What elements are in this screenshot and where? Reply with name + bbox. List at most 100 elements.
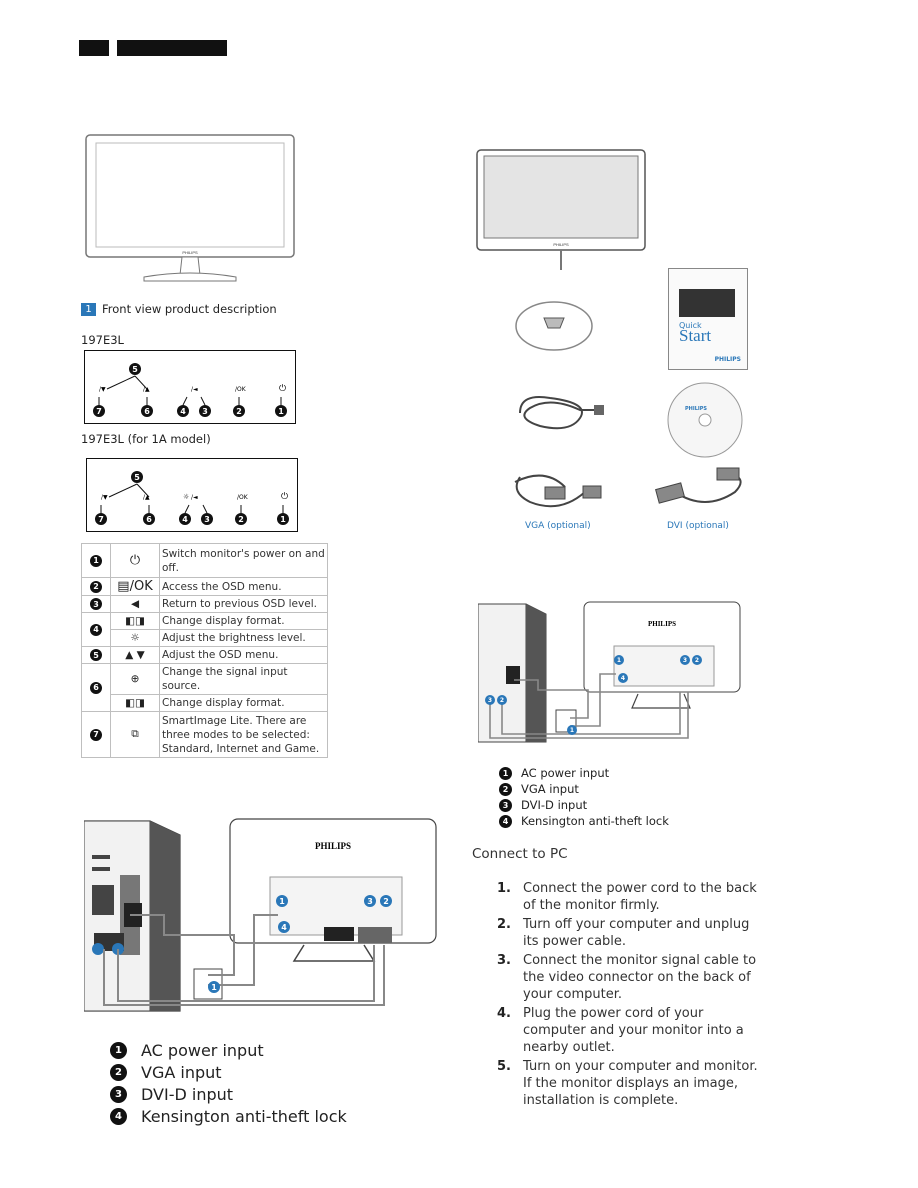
menu-ok-icon: ▤/OK <box>110 577 160 596</box>
left-arrow-icon: ◀ <box>110 595 160 613</box>
control-description: Access the OSD menu. <box>159 577 328 596</box>
dvi-cable-label: DVI (optional) <box>667 521 729 531</box>
svg-text:2: 2 <box>695 657 699 664</box>
svg-text:6: 6 <box>146 515 152 524</box>
step-item: 1.Connect the power cord to the back of … <box>497 881 757 913</box>
connect-steps-list: 1.Connect the power cord to the back of … <box>497 880 767 1111</box>
control-description: Adjust the OSD menu. <box>159 646 328 664</box>
row-number: 2 <box>90 580 102 593</box>
driver-cd-image: PHILIPS <box>667 382 743 458</box>
svg-text:3: 3 <box>202 407 208 416</box>
input-source-icon: ⊕ <box>110 663 160 695</box>
monitor-brand-text: PHILIPS <box>182 250 198 255</box>
svg-text:3: 3 <box>488 697 492 704</box>
svg-text:7: 7 <box>96 407 102 416</box>
table-row: 6 ⊕ Change the signal input source. <box>81 663 328 712</box>
legend-item: 2 VGA input <box>110 1063 222 1082</box>
legend-item: 1 AC power input <box>110 1041 264 1060</box>
table-row: 7 ⧉ SmartImage Lite. There are three mod… <box>81 711 328 758</box>
svg-text:1: 1 <box>279 897 285 906</box>
svg-text:/▲: /▲ <box>143 494 150 501</box>
svg-text:☼: ☼ <box>183 493 189 501</box>
svg-text:4: 4 <box>182 515 188 524</box>
control-description: Change display format. <box>159 694 328 712</box>
svg-text:2: 2 <box>238 515 244 524</box>
table-row: 4 ◧◨ Change display format. <box>81 612 328 647</box>
control-panel-diagram: 5 /▼ /▲ /◄ /OK ⏻ 7 6 4 3 2 1 <box>93 363 287 417</box>
svg-text:7: 7 <box>98 515 104 524</box>
svg-text:4: 4 <box>621 675 625 682</box>
control-description: Change display format. <box>159 612 328 630</box>
svg-text:/◄: /◄ <box>191 386 198 393</box>
connection-diagram-large: PHILIPS 1 4 3 2 1 <box>84 818 437 1012</box>
legend-item: 2 VGA input <box>499 782 579 796</box>
control-description: Change the signal input source. <box>159 663 328 695</box>
row-number: 3 <box>90 598 102 611</box>
section-title-box <box>117 40 227 56</box>
table-row: 5 ▲ ▼ Adjust the OSD menu. <box>81 646 328 664</box>
control-description: SmartImage Lite. There are three modes t… <box>159 711 328 758</box>
svg-text:6: 6 <box>144 407 150 416</box>
legend-item: 3 DVI-D input <box>499 798 587 812</box>
row-number: 7 <box>90 728 102 741</box>
svg-text:⏻: ⏻ <box>279 383 286 394</box>
monitor-package-illustration: PHILIPS <box>476 149 646 270</box>
legend-item: 4 Kensington anti-theft lock <box>499 814 669 828</box>
svg-text:/▼: /▼ <box>99 386 106 393</box>
table-row: ☼ Adjust the brightness level. <box>82 629 328 647</box>
svg-text:PHILIPS: PHILIPS <box>315 841 351 851</box>
control-panel-197E3L: 5 /▼ /▲ /◄ /OK ⏻ 7 6 4 3 2 1 <box>84 350 296 424</box>
brightness-icon: ☼ <box>110 629 160 647</box>
dvi-cable-image <box>655 467 742 504</box>
svg-text:3: 3 <box>367 897 373 906</box>
svg-text:/▲: /▲ <box>143 386 150 393</box>
svg-text:1: 1 <box>570 727 574 734</box>
power-icon: ⏻ <box>110 543 160 578</box>
controls-table: 1 ⏻ Switch monitor's power on and off. 2… <box>81 543 328 758</box>
svg-text:4: 4 <box>281 923 287 932</box>
model-label-1: 197E3L <box>81 333 124 347</box>
svg-text:2: 2 <box>383 897 389 906</box>
step-item: 4.Plug the power cord of your computer a… <box>497 1006 744 1055</box>
table-row: ◧◨ Change display format. <box>82 694 328 712</box>
svg-text:2: 2 <box>236 407 242 416</box>
svg-text:4: 4 <box>180 407 186 416</box>
step-item: 3.Connect the monitor signal cable to th… <box>497 953 757 1002</box>
power-cord-image <box>519 396 604 430</box>
quick-start-guide-image: Quick Start PHILIPS <box>668 268 748 370</box>
control-panel-diagram-1a: 5 /▼ /▲ ☼ /◄ /OK ⏻ 7 6 4 3 2 1 <box>95 471 289 525</box>
control-description: Adjust the brightness level. <box>159 629 328 647</box>
row-number: 1 <box>90 554 102 567</box>
legend-item: 4 Kensington anti-theft lock <box>110 1107 347 1126</box>
step-item: 2.Turn off your computer and unplug its … <box>497 917 750 949</box>
legend-item: 3 DVI-D input <box>110 1085 233 1104</box>
step-item: 5.Turn on your computer and monitor. If … <box>497 1059 758 1108</box>
svg-text:⏻: ⏻ <box>281 491 288 502</box>
model-label-2: 197E3L (for 1A model) <box>81 432 211 446</box>
section-number-badge: 1 <box>81 303 96 316</box>
monitor-front-illustration: PHILIPS <box>85 134 295 282</box>
svg-text:3: 3 <box>204 515 210 524</box>
row-number: 4 <box>90 623 102 636</box>
svg-text:3: 3 <box>683 657 687 664</box>
table-row: 1 ⏻ Switch monitor's power on and off. <box>81 543 328 578</box>
control-description: Switch monitor's power on and off. <box>159 543 328 578</box>
legend-item: 1 AC power input <box>499 766 609 780</box>
svg-text:/OK: /OK <box>235 386 247 393</box>
svg-text:/▼: /▼ <box>101 494 108 501</box>
svg-text:5: 5 <box>132 365 138 374</box>
svg-text:5: 5 <box>134 473 140 482</box>
svg-text:/OK: /OK <box>237 494 249 501</box>
connection-diagram-small: PHILIPS 3 2 1 4 3 2 1 <box>478 601 741 743</box>
row-number: 6 <box>90 681 102 694</box>
page-number-box <box>79 40 109 56</box>
monitor-base-icon <box>515 301 593 351</box>
control-description: Return to previous OSD level. <box>159 595 328 613</box>
smartimage-icon: ⧉ <box>110 711 160 758</box>
svg-text:PHILIPS: PHILIPS <box>685 406 707 412</box>
svg-text:1: 1 <box>278 407 284 416</box>
display-format-icon: ◧◨ <box>110 694 160 712</box>
svg-text:2: 2 <box>500 697 504 704</box>
svg-text:PHILIPS: PHILIPS <box>553 242 569 247</box>
vga-cable-label: VGA (optional) <box>525 521 591 531</box>
